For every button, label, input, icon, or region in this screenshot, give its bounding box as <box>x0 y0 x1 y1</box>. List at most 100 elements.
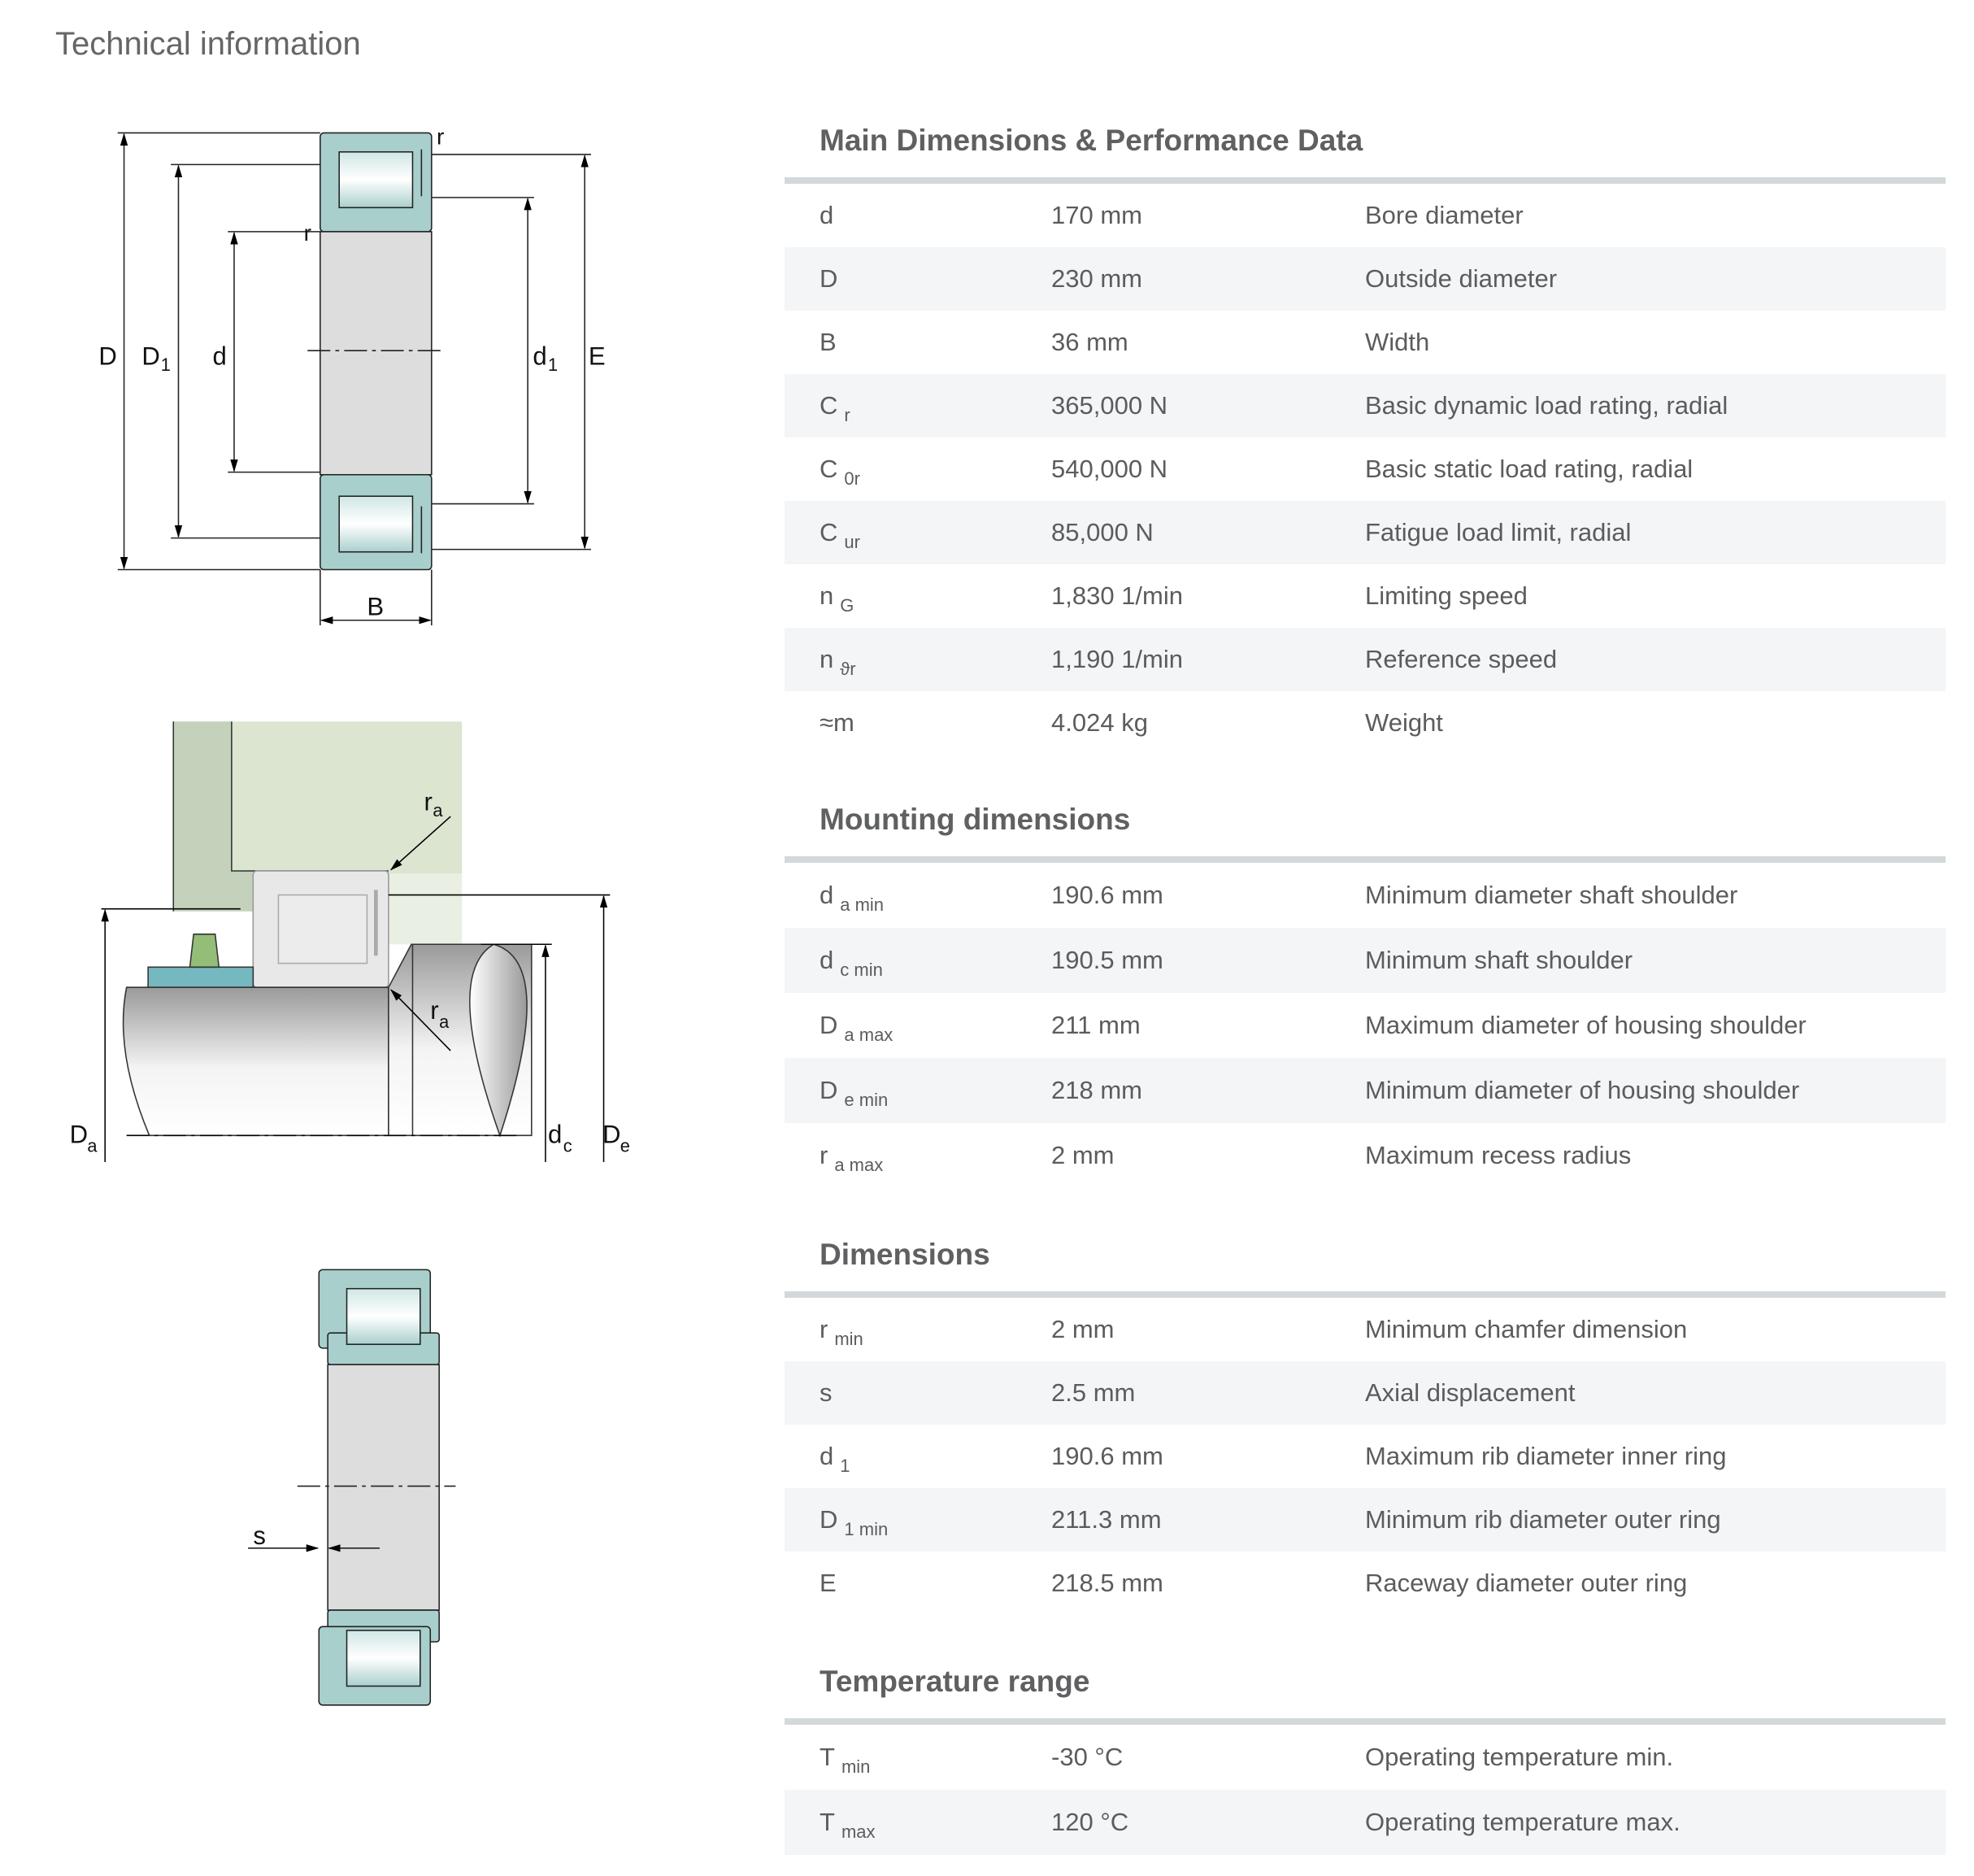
label-D1-sub: 1 <box>161 355 171 375</box>
symbol-subscript: 1 min <box>844 1519 889 1539</box>
value-cell: 230 mm <box>1051 264 1142 293</box>
symbol: d <box>820 881 834 909</box>
section-divider <box>785 1291 1946 1298</box>
spec-table: d 170 mm Bore diameter D 230 mm Outside … <box>785 184 1946 755</box>
symbol-cell: ≈m <box>785 708 1051 738</box>
value-cell: 365,000 N <box>1051 391 1168 420</box>
value-cell: 1,830 1/min <box>1051 581 1183 610</box>
description-cell: Width <box>1365 328 1430 356</box>
axial-displacement-drawing <box>248 1269 456 1706</box>
section-divider <box>785 1718 1946 1725</box>
description-cell: Axial displacement <box>1365 1378 1576 1407</box>
symbol: D <box>820 264 838 293</box>
symbol: T <box>820 1743 835 1771</box>
value-cell: 2 mm <box>1051 1141 1115 1169</box>
symbol-cell: E <box>785 1569 1051 1598</box>
symbol-subscript: ϑr <box>840 659 856 679</box>
value-cell: 540,000 N <box>1051 455 1168 483</box>
description-cell: Minimum diameter of housing shoulder <box>1365 1076 1800 1104</box>
label-D: D <box>98 342 116 370</box>
value-cell: 211 mm <box>1051 1011 1141 1039</box>
table-row: C 0r 540,000 N Basic static load rating, … <box>785 437 1946 501</box>
label-r-top: r <box>437 124 444 149</box>
section-title: Main Dimensions & Performance Data <box>820 124 1363 157</box>
label-r-inner: r <box>304 220 311 246</box>
description-cell: Weight <box>1365 708 1443 737</box>
label-D1: D <box>141 342 159 370</box>
value-cell: 218 mm <box>1051 1076 1142 1104</box>
description-cell: Minimum diameter shaft shoulder <box>1365 881 1738 909</box>
symbol: D <box>820 1076 838 1104</box>
symbol-subscript: a max <box>834 1155 884 1175</box>
label-dc-sub: c <box>563 1136 572 1156</box>
symbol: r <box>820 1141 828 1169</box>
symbol-cell: d <box>785 201 1051 230</box>
symbol-subscript: G <box>840 595 854 616</box>
label-Da-sub: a <box>87 1136 98 1156</box>
symbol-subscript: ur <box>844 532 860 552</box>
label-Da: D <box>70 1121 88 1149</box>
description-cell: Operating temperature min. <box>1365 1743 1674 1771</box>
label-B: B <box>367 593 384 621</box>
symbol: D <box>820 1505 838 1534</box>
description-cell: Maximum rib diameter inner ring <box>1365 1442 1727 1470</box>
value-cell: 4.024 kg <box>1051 708 1148 737</box>
symbol-subscript: min <box>834 1329 863 1349</box>
description-cell: Maximum diameter of housing shoulder <box>1365 1011 1807 1039</box>
label-d1-sub: 1 <box>548 355 558 375</box>
table-row: D 230 mm Outside diameter <box>785 247 1946 311</box>
value-cell: 218.5 mm <box>1051 1569 1163 1597</box>
label-E: E <box>589 342 606 370</box>
value-cell: 1,190 1/min <box>1051 645 1183 673</box>
symbol-subscript: e min <box>844 1090 889 1110</box>
description-cell: Basic static load rating, radial <box>1365 455 1694 483</box>
value-cell: 2 mm <box>1051 1315 1115 1343</box>
description-cell: Limiting speed <box>1365 581 1528 610</box>
symbol-cell: B <box>785 328 1051 357</box>
label-ra-bottom-sub: a <box>439 1012 450 1032</box>
symbol: T <box>820 1808 835 1836</box>
symbol: C <box>820 518 838 546</box>
section-divider <box>785 856 1946 863</box>
label-d: d <box>213 342 227 370</box>
symbol: C <box>820 455 838 483</box>
description-cell: Outside diameter <box>1365 264 1558 293</box>
description-cell: Operating temperature max. <box>1365 1808 1681 1836</box>
symbol-cell: C 0r <box>785 455 1051 489</box>
section-title: Mounting dimensions <box>820 803 1131 836</box>
symbol-subscript: min <box>841 1756 871 1777</box>
table-row: ≈m 4.024 kg Weight <box>785 691 1946 755</box>
section-divider <box>785 177 1946 184</box>
symbol: C <box>820 391 838 420</box>
value-cell: -30 °C <box>1051 1743 1124 1771</box>
symbol-subscript: 1 <box>840 1456 850 1476</box>
label-ra-bottom: r <box>430 996 438 1025</box>
table-row: E 218.5 mm Raceway diameter outer ring <box>785 1552 1946 1615</box>
symbol: D <box>820 1011 838 1039</box>
value-cell: 85,000 N <box>1051 518 1154 546</box>
symbol-subscript: 0r <box>844 468 860 489</box>
symbol: n <box>820 581 834 610</box>
